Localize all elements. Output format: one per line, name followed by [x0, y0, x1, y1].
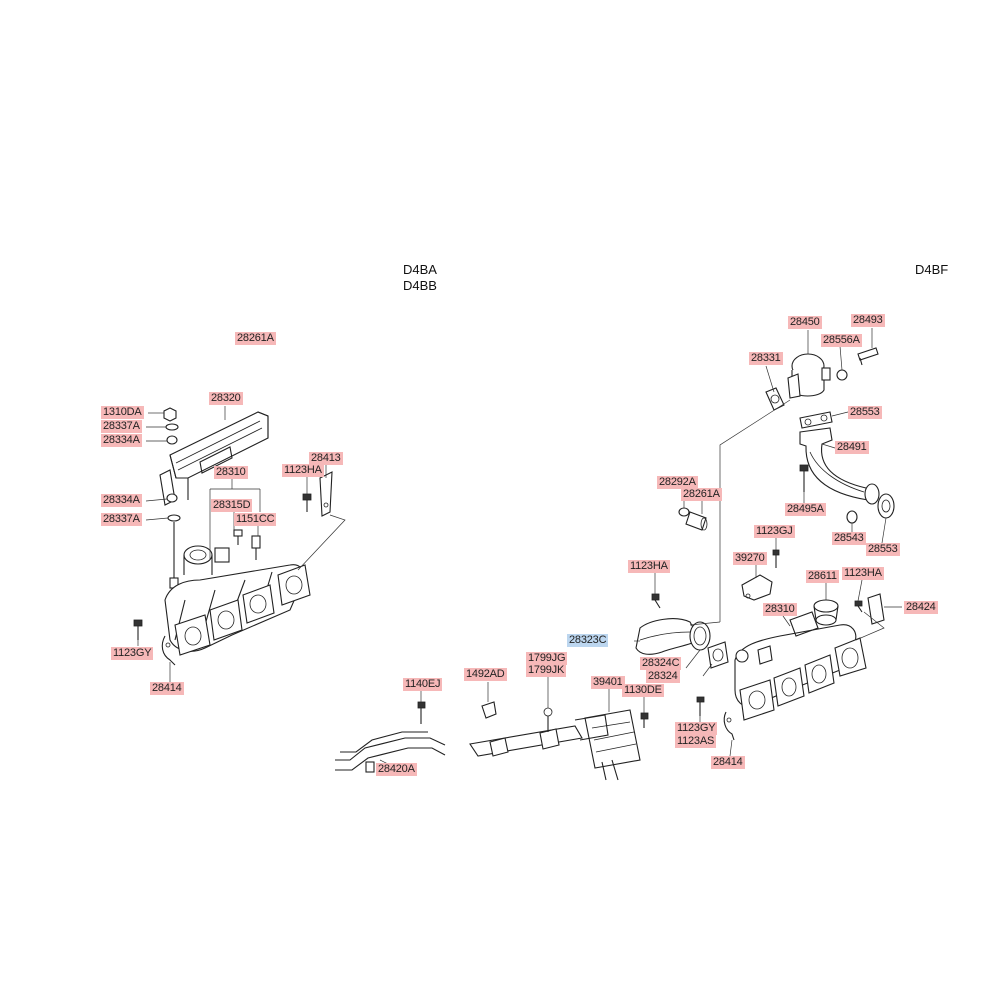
engine-code-d4bb: D4BB [403, 278, 437, 293]
part-label-bolt-as[interactable]: 1123AS [675, 735, 717, 748]
part-label-washer-a-bottom[interactable]: 28337A [101, 513, 142, 526]
engine-code-d4ba: D4BA [403, 262, 437, 277]
part-label-gasket-pipe[interactable]: 28553 [848, 406, 882, 419]
part-label-clip-ad[interactable]: 1492AD [464, 668, 507, 681]
part-label-spacer-top[interactable]: 28334A [101, 434, 142, 447]
egr-valve-drawing [765, 347, 895, 524]
part-label-bolt-ej[interactable]: 1140EJ [403, 678, 443, 691]
part-label-washer-a-top[interactable]: 28337A [101, 420, 142, 433]
engine-code-d4bf: D4BF [915, 262, 949, 277]
part-label-bracket-sensor[interactable]: 39401 [591, 676, 625, 689]
part-label-bolt-bracket[interactable]: 1123HA [282, 464, 324, 477]
part-label-egr-valve[interactable]: 28450 [788, 316, 822, 329]
heat-shield-drawing [159, 411, 269, 506]
part-label-clip-jg[interactable]: 1799JG [526, 652, 568, 665]
part-label-hanger-right[interactable]: 28414 [711, 756, 745, 769]
part-label-clip-jk[interactable]: 1799JK [526, 664, 567, 677]
part-label-bolt-ha-mid[interactable]: 1123HA [628, 560, 670, 573]
elbow-drawing [635, 618, 729, 669]
part-label-assembly[interactable]: 28261A [235, 332, 276, 345]
part-label-plug[interactable]: 1151CC [234, 513, 277, 526]
part-label-bolt-pipe[interactable]: 28495A [785, 503, 826, 516]
sleeves-drawing [678, 507, 708, 531]
part-label-spacer-bottom[interactable]: 28334A [101, 494, 142, 507]
part-label-bracket-left[interactable]: 28413 [309, 452, 343, 465]
part-label-washer-egr[interactable]: 28556A [821, 334, 862, 347]
part-label-gasket[interactable]: 28324 [646, 670, 680, 683]
right-manifold-drawing [696, 611, 867, 741]
part-label-gasket-egr[interactable]: 28331 [749, 352, 783, 365]
part-label-bolt-de[interactable]: 1130DE [622, 684, 664, 697]
bottom-parts-drawing [335, 701, 649, 781]
part-label-hanger-left[interactable]: 28414 [150, 682, 184, 695]
part-label-stud[interactable]: 28315D [211, 499, 253, 512]
part-label-bolt-gj[interactable]: 1123GJ [754, 525, 795, 538]
part-label-bolt-gy-left[interactable]: 1123GY [111, 647, 154, 660]
right-leader-lines [379, 328, 902, 767]
left-manifold-drawing [164, 529, 311, 656]
part-label-tube[interactable]: 28420A [376, 763, 417, 776]
part-label-sensor[interactable]: 39270 [733, 552, 767, 565]
part-label-manifold-left[interactable]: 28310 [214, 466, 248, 479]
part-label-nut-pipe[interactable]: 28543 [832, 532, 866, 545]
part-label-cap[interactable]: 28611 [806, 570, 839, 583]
part-label-heat-shield[interactable]: 28320 [209, 392, 243, 405]
part-label-bracket-right[interactable]: 28424 [904, 601, 938, 614]
part-label-sleeve-b[interactable]: 28261A [681, 488, 722, 501]
part-label-elbow-selected[interactable]: 28323C [567, 634, 609, 647]
part-label-gasket-pipe-end[interactable]: 28553 [866, 543, 900, 556]
part-label-manifold-right[interactable]: 28310 [763, 603, 797, 616]
part-label-bolt-egr[interactable]: 28493 [851, 314, 885, 327]
part-label-bolt-ha-right[interactable]: 1123HA [842, 567, 884, 580]
part-label-sleeve-a[interactable]: 28292A [657, 476, 698, 489]
part-label-nut[interactable]: 1310DA [101, 406, 144, 419]
part-label-egr-pipe[interactable]: 28491 [835, 441, 869, 454]
part-label-bolt-gy-right[interactable]: 1123GY [675, 722, 718, 735]
part-label-gasket-c[interactable]: 28324C [640, 657, 682, 670]
